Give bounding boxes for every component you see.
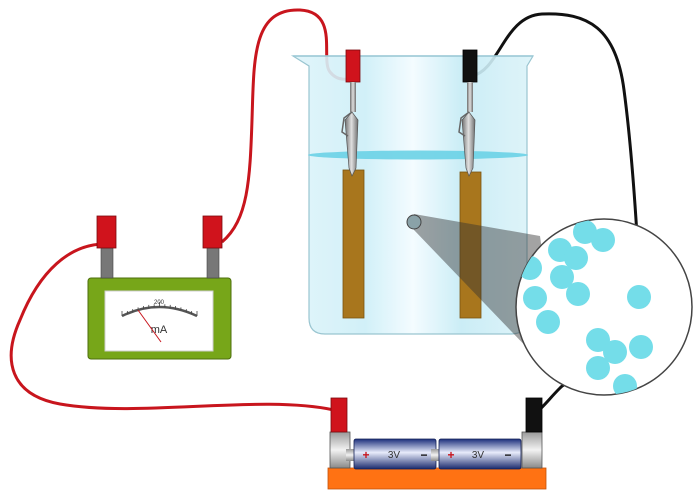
cell-1-plus: + (362, 448, 369, 462)
meter-terminal-left-post (100, 247, 114, 279)
battery-positive-plug[interactable] (330, 397, 348, 433)
anode-connector (341, 49, 361, 177)
meter-terminal-right-post (206, 247, 220, 279)
cathode-connector (458, 49, 478, 177)
meter-needle (137, 309, 162, 343)
solution-particle (550, 265, 574, 289)
battery-base (327, 467, 547, 490)
solution-particle (536, 310, 560, 334)
battery-cell-2: + 3V − (431, 438, 522, 470)
cell-2-minus: − (504, 448, 511, 462)
battery-negative-plug[interactable] (525, 397, 543, 433)
solution-particle (573, 220, 597, 244)
solution-particles (518, 220, 653, 395)
solution-particle (627, 285, 651, 309)
battery-pack[interactable]: + 3V − + 3V − (327, 397, 547, 490)
solution-particle (586, 356, 610, 380)
milliammeter[interactable]: 200 mA (87, 215, 232, 360)
red-wire-meter-to-battery (9, 242, 335, 412)
solution-particle (566, 282, 590, 306)
cell-2-voltage: 3V (472, 450, 485, 461)
meter-terminal-left-plug[interactable] (96, 215, 117, 249)
battery-cell-1: + 3V − (346, 438, 437, 470)
solution-particle (629, 335, 653, 359)
cell-1-minus: − (420, 448, 427, 462)
solution-particle (591, 228, 615, 252)
meter-face (104, 290, 214, 352)
meter-scale-arc (121, 305, 198, 318)
solution-particle (564, 246, 588, 270)
cell-2-plus: + (447, 448, 454, 462)
cell-1-voltage: 3V (388, 450, 401, 461)
black-wire-cathode-to-battery (471, 12, 642, 414)
battery-holder-right (521, 431, 543, 469)
zoom-origin-spot (406, 214, 422, 230)
meter-terminal-right-plug[interactable] (202, 215, 223, 249)
anode-plate (342, 169, 365, 319)
solution-particle (586, 328, 610, 352)
meter-scale-value: 200 (154, 300, 165, 306)
zoom-magnifier (515, 218, 693, 396)
meter-unit-label: mA (151, 324, 168, 336)
meter-scale-ticks (121, 302, 198, 316)
solution-particle (603, 340, 627, 364)
solution-particle (523, 286, 547, 310)
liquid-surface (308, 150, 528, 160)
